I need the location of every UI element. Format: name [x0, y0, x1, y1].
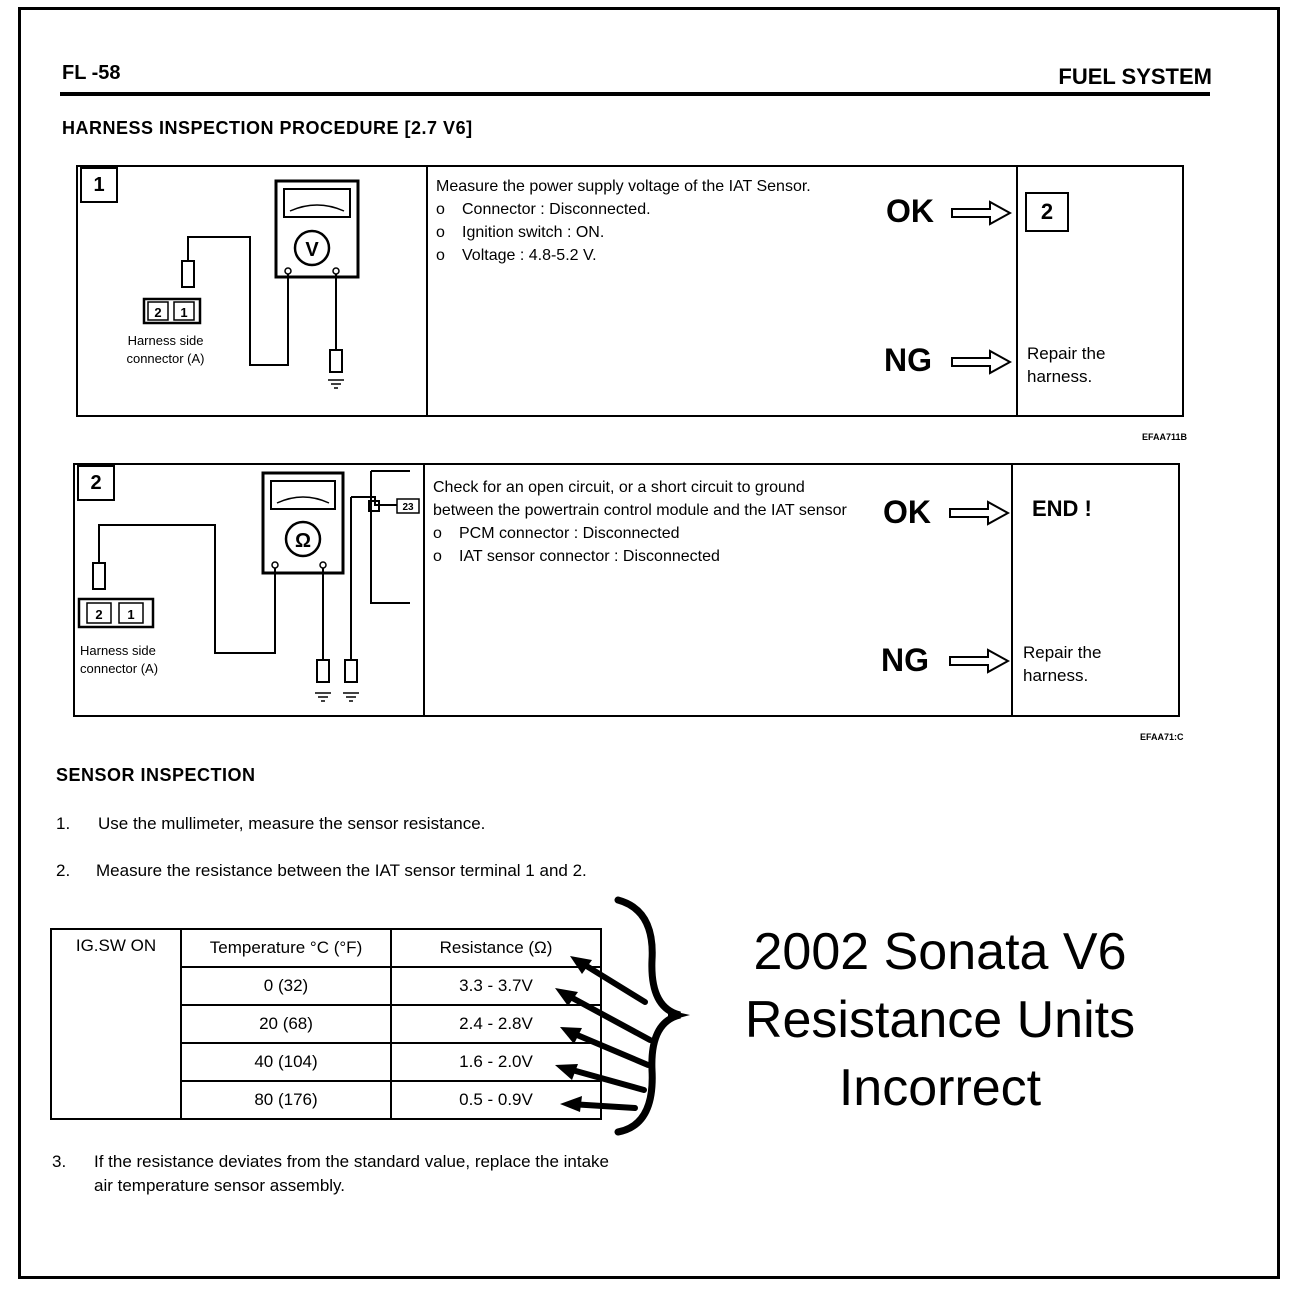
- step-text: If the resistance deviates from the stan…: [94, 1152, 610, 1195]
- step-2-number: 2: [77, 465, 115, 501]
- step-1-divider-b: [1016, 167, 1018, 415]
- page-frame: [18, 7, 1280, 1279]
- list-item: Voltage : 4.8-5.2 V.: [436, 244, 906, 267]
- sensor-step-2: 2. Measure the resistance between the IA…: [56, 859, 616, 883]
- step-2-ng-label: NG: [881, 642, 929, 678]
- step-1-connector-label: Harness side connector (A): [126, 333, 205, 366]
- header-resistance: Resistance (Ω): [390, 928, 602, 968]
- step-1-ng-result: Repair the harness.: [1027, 344, 1106, 386]
- step-1-number: 1: [80, 167, 118, 203]
- table-row: 80 (176) 0.5 - 0.9V: [51, 1080, 602, 1120]
- multimeter-display: [270, 480, 336, 510]
- sensor-step-3: 3. If the resistance deviates from the s…: [52, 1150, 612, 1198]
- step-2-divider-b: [1011, 465, 1013, 715]
- list-item: PCM connector : Disconnected: [433, 522, 853, 545]
- multimeter-body: [274, 179, 360, 279]
- temp-cell: 0 (32): [180, 966, 392, 1006]
- resistance-table: IG.SW ON Temperature °C (°F) Resistance …: [50, 928, 602, 1120]
- multimeter-body: [261, 471, 345, 575]
- condition-cell: IG.SW ON: [50, 928, 182, 1120]
- harness-step-2: [73, 463, 1180, 717]
- harness-connector: [142, 297, 202, 325]
- temp-cell: 80 (176): [180, 1080, 392, 1120]
- resistance-cell: 1.6 - 2.0V: [390, 1042, 602, 1082]
- step-2-divider-a: [423, 465, 425, 715]
- step-1-description: Measure the power supply voltage of the …: [436, 175, 906, 267]
- temp-cell: 40 (104): [180, 1042, 392, 1082]
- hollow-arrow-icon: [951, 349, 1012, 375]
- sensor-step-1: 1. Use the mullimeter, measure the senso…: [56, 812, 616, 836]
- step-2-ok-result: END !: [1032, 496, 1092, 521]
- table-row: 0 (32) 3.3 - 3.7V: [51, 966, 602, 1006]
- step-1-ok-result: 2: [1025, 192, 1069, 232]
- connector-pin: 1: [127, 607, 134, 622]
- step-1-conditions: Connector : Disconnected. Ignition switc…: [436, 198, 906, 267]
- harness-title: HARNESS INSPECTION PROCEDURE [2.7 V6]: [62, 118, 473, 138]
- list-item: Ignition switch : ON.: [436, 221, 906, 244]
- annotation-markup: [555, 896, 690, 1136]
- connector-pin: 2: [95, 607, 102, 622]
- step-2-description: Check for an open circuit, or a short ci…: [433, 476, 853, 568]
- step-2-conditions: PCM connector : Disconnected IAT sensor …: [433, 522, 853, 568]
- step-text: Use the mullimeter, measure the sensor r…: [98, 814, 486, 833]
- pcm-terminal: [396, 498, 420, 514]
- annotation-line: Incorrect: [838, 1059, 1042, 1117]
- step-2-ok-label: OK: [883, 494, 931, 530]
- resistance-cell: 2.4 - 2.8V: [390, 1004, 602, 1044]
- temp-cell: 20 (68): [180, 1004, 392, 1044]
- pcm-pin: 23: [402, 502, 414, 513]
- hollow-arrow-icon: [949, 648, 1010, 674]
- annotation-text: 2002 Sonata V6 Resistance Units Incorrec…: [690, 918, 1190, 1122]
- table-row: 40 (104) 1.6 - 2.0V: [51, 1042, 602, 1082]
- connector-pin: 1: [180, 305, 187, 320]
- step-1-desc-text: Measure the power supply voltage of the …: [436, 178, 811, 195]
- sensor-title: SENSOR INSPECTION: [56, 765, 256, 785]
- ground-probe: [329, 349, 343, 373]
- figure-code: EFAA711B: [1142, 432, 1188, 442]
- table-row: IG.SW ON Temperature °C (°F) Resistance …: [50, 928, 602, 1120]
- arrow-line: [562, 1065, 647, 1093]
- meter-dial: [284, 520, 322, 558]
- step-1-ng-label: NG: [884, 342, 932, 378]
- step-2-connector-label: Harness side connector (A): [80, 643, 159, 676]
- arrow-line: [562, 991, 653, 1043]
- header-temperature: Temperature °C (°F): [180, 928, 392, 968]
- resistance-cell: 0.5 - 0.9V: [390, 1080, 602, 1120]
- step-1-voltmeter-diagram: V 2 1: [142, 179, 360, 389]
- connector-pin: 2: [154, 305, 161, 320]
- meter-symbol: Ω: [295, 530, 311, 552]
- annotation-line: Resistance Units: [744, 991, 1136, 1049]
- list-item: IAT sensor connector : Disconnected: [433, 545, 853, 568]
- harness-connector: [77, 597, 155, 629]
- step-text: Measure the resistance between the IAT s…: [96, 861, 587, 880]
- figure-code: EFAA71:C: [1140, 732, 1184, 742]
- hollow-arrow-icon: [949, 500, 1010, 526]
- hollow-arrow-icon: [951, 200, 1012, 226]
- meter-dial: [293, 229, 331, 267]
- arrow-line: [577, 959, 648, 1005]
- step-index: 3.: [52, 1152, 67, 1171]
- table-row: 20 (68) 2.4 - 2.8V: [51, 1004, 602, 1044]
- meter-symbol: V: [305, 239, 319, 261]
- header-rule: [60, 92, 1210, 96]
- step-2-ohmmeter-diagram: Ω 23 2 1: [77, 470, 420, 702]
- step-index: 2.: [56, 861, 71, 880]
- step-1-divider-a: [426, 167, 428, 415]
- annotation-line: 2002 Sonata V6: [753, 923, 1127, 981]
- step-1-ok-label: OK: [886, 193, 934, 229]
- page-number: FL -58: [62, 62, 121, 84]
- list-item: Connector : Disconnected.: [436, 198, 906, 221]
- probe-tip: [181, 260, 195, 288]
- step-2-ng-result: Repair the harness.: [1023, 643, 1102, 685]
- section-title: FUEL SYSTEM: [1058, 64, 1212, 89]
- arrow-line: [567, 1029, 651, 1068]
- multimeter-display: [283, 188, 351, 218]
- step-2-desc-text: Check for an open circuit, or a short ci…: [433, 479, 847, 519]
- step-index: 1.: [56, 814, 71, 833]
- harness-step-1: [76, 165, 1184, 417]
